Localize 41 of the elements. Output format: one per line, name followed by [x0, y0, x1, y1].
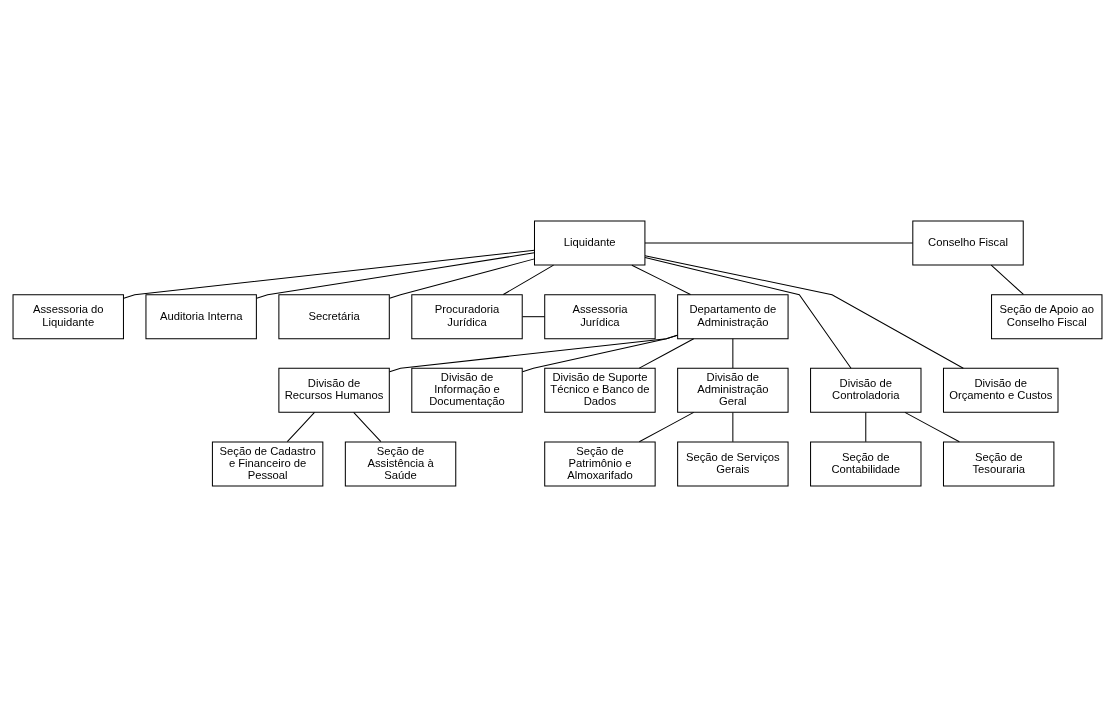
node-box: Seção de Tesouraria	[942, 440, 1055, 486]
connector	[638, 337, 695, 369]
connector	[389, 334, 678, 372]
connector	[522, 315, 546, 317]
connector	[732, 411, 734, 442]
node-box: Departamento de Administração	[677, 293, 789, 339]
connector	[256, 251, 535, 299]
node-box: Seção de Patrimônio e Almoxarifado	[544, 440, 656, 486]
node-box: Seção de Serviços Gerais	[677, 440, 789, 486]
node-box: Seção de Contabilidade	[810, 440, 922, 486]
node-box: Seção de Cadastro e Financeiro de Pessoal	[211, 440, 324, 486]
connector	[353, 411, 382, 442]
connector	[904, 411, 960, 442]
node-box: Secretária	[278, 293, 390, 339]
node-box: Assessoria do Liquidante	[12, 293, 124, 339]
connector	[638, 411, 695, 442]
connector	[644, 254, 964, 369]
connector	[631, 264, 691, 295]
connector	[522, 334, 678, 372]
node-box: Auditoria Interna	[145, 293, 257, 339]
connector	[389, 257, 535, 299]
node-box: Liquidante	[534, 220, 646, 266]
node-box: Divisão de Administração Geral	[677, 367, 789, 413]
connector	[123, 249, 535, 299]
connector	[502, 264, 555, 295]
connector	[865, 411, 867, 442]
node-box: Divisão de Informação e Documentação	[411, 367, 523, 413]
connector	[990, 264, 1024, 295]
node-box: Assessoria Jurídica	[544, 293, 656, 339]
node-box: Divisão de Recursos Humanos	[278, 367, 390, 413]
node-box: Conselho Fiscal	[912, 220, 1024, 266]
node-box: Divisão de Orçamento e Custos	[942, 367, 1059, 413]
connector	[644, 242, 914, 244]
node-box: Divisão de Controladoria	[810, 367, 922, 413]
connector	[286, 411, 315, 442]
node-box: Seção de Assistência à Saúde	[344, 440, 457, 486]
connector	[644, 256, 852, 369]
node-box: Divisão de Suporte Técnico e Banco de Dados	[544, 367, 656, 413]
node-box: Seção de Apoio ao Conselho Fiscal	[991, 293, 1103, 339]
node-box: Procuradoria Jurídica	[411, 293, 523, 339]
connector	[732, 337, 734, 369]
